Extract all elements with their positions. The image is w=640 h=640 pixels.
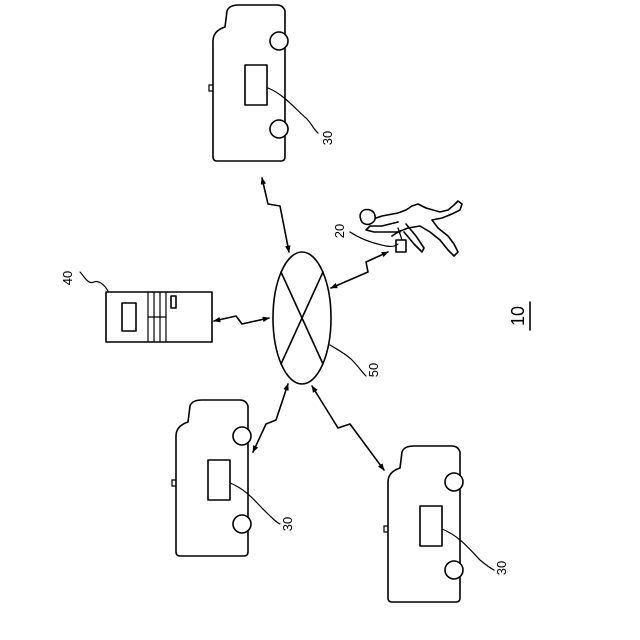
vehicle-bottom-right-label: 30 bbox=[494, 561, 509, 575]
vehicle-bottom-right: 30 bbox=[384, 446, 509, 602]
vehicle-top: 30 bbox=[209, 5, 335, 161]
vehicle-bottom-left: 30 bbox=[172, 400, 295, 556]
vehicle-bottom-left-label: 30 bbox=[280, 517, 295, 531]
server: 40 bbox=[60, 271, 212, 342]
system-label: 10 bbox=[508, 306, 528, 326]
system-reference: 10 bbox=[508, 302, 530, 330]
network: 50 bbox=[273, 252, 381, 384]
network-label: 50 bbox=[366, 363, 381, 377]
vehicle-top-label: 30 bbox=[320, 131, 335, 145]
terminal-label: 20 bbox=[332, 224, 347, 238]
server-label: 40 bbox=[60, 271, 75, 285]
pedestrian: 20 bbox=[332, 201, 462, 256]
